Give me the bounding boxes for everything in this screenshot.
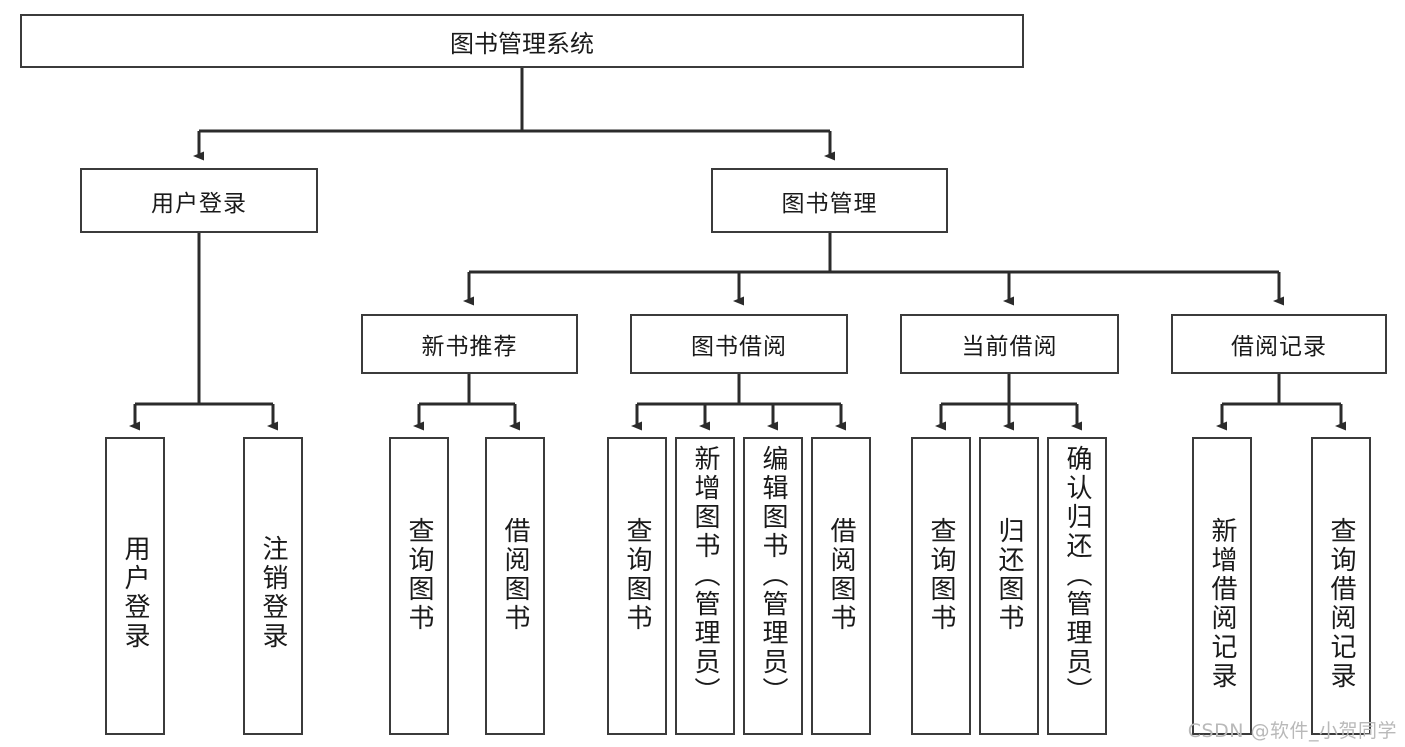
node-book-borrow[interactable]: 图书借阅 <box>630 314 848 374</box>
node-label: 图书管理系统 <box>450 30 594 58</box>
node-label: 当前借阅 <box>961 333 1058 359</box>
leaf-label: 查询图书 <box>404 517 435 633</box>
leaf-label: 借阅图书 <box>826 517 857 633</box>
leaf-query-borrow-record[interactable]: 查询借阅记录 <box>1311 437 1371 735</box>
node-book-management[interactable]: 图书管理 <box>711 168 948 233</box>
node-label: 图书管理 <box>781 189 878 216</box>
leaf-add-borrow-record[interactable]: 新增借阅记录 <box>1192 437 1252 735</box>
leaf-edit-book-admin[interactable]: 编辑图书（管理员） <box>743 437 803 735</box>
leaf-label: 编辑图书（管理员） <box>758 445 789 706</box>
leaf-confirm-return-admin[interactable]: 确认归还（管理员） <box>1047 437 1107 735</box>
leaf-label: 查询图书 <box>926 517 957 633</box>
leaf-label: 归还图书 <box>994 517 1025 633</box>
leaf-return-book[interactable]: 归还图书 <box>979 437 1039 735</box>
node-label: 新书推荐 <box>421 333 518 359</box>
node-current-borrow[interactable]: 当前借阅 <box>900 314 1119 374</box>
node-borrow-record[interactable]: 借阅记录 <box>1171 314 1387 374</box>
node-label: 图书借阅 <box>691 333 787 359</box>
node-root-system[interactable]: 图书管理系统 <box>20 14 1024 68</box>
leaf-user-login[interactable]: 用户登录 <box>105 437 165 735</box>
node-user-login[interactable]: 用户登录 <box>80 168 318 233</box>
node-new-book-recommend[interactable]: 新书推荐 <box>361 314 578 374</box>
leaf-query-book-borrow[interactable]: 查询图书 <box>607 437 667 735</box>
node-label: 用户登录 <box>151 189 247 216</box>
leaf-label: 借阅图书 <box>500 517 531 633</box>
leaf-user-logout[interactable]: 注销登录 <box>243 437 303 735</box>
leaf-label: 查询借阅记录 <box>1326 517 1357 691</box>
leaf-query-book-current[interactable]: 查询图书 <box>911 437 971 735</box>
leaf-label: 查询图书 <box>622 517 653 633</box>
leaf-label: 注销登录 <box>258 535 289 651</box>
leaf-borrow-book-recommend[interactable]: 借阅图书 <box>485 437 545 735</box>
leaf-label: 确认归还（管理员） <box>1062 445 1093 706</box>
leaf-query-book-recommend[interactable]: 查询图书 <box>389 437 449 735</box>
node-label: 借阅记录 <box>1231 333 1327 359</box>
leaf-label: 新增图书（管理员） <box>690 445 721 706</box>
leaf-borrow-book[interactable]: 借阅图书 <box>811 437 871 735</box>
leaf-label: 新增借阅记录 <box>1207 517 1238 691</box>
leaf-label: 用户登录 <box>120 535 151 651</box>
leaf-add-book-admin[interactable]: 新增图书（管理员） <box>675 437 735 735</box>
